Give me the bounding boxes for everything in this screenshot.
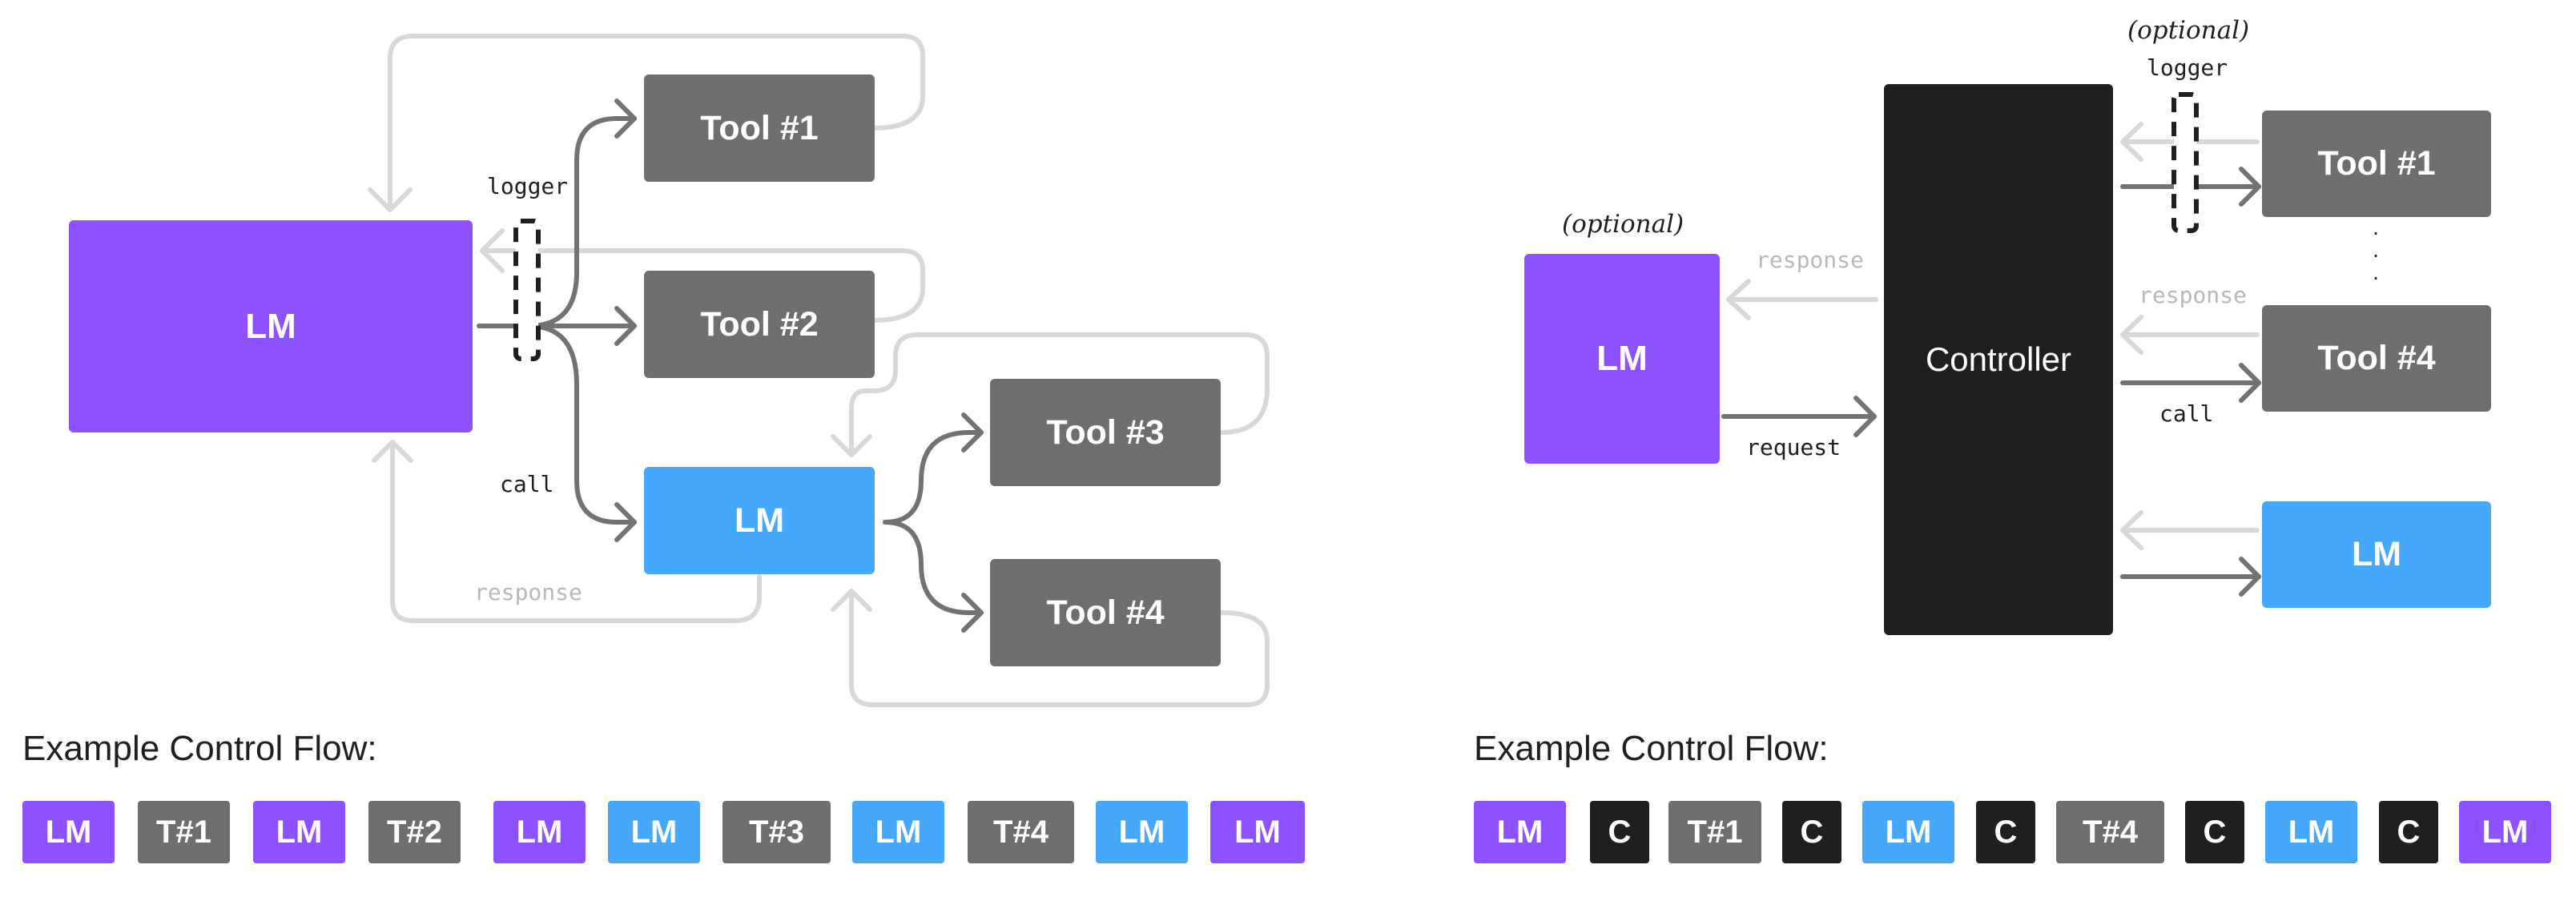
lm-sub-label: LM — [734, 501, 785, 540]
tool-1-right-label: Tool #1 — [2317, 144, 2436, 183]
sub-lm-response-arrowhead-right — [2120, 510, 2143, 550]
tool-3-label: Tool #3 — [1046, 412, 1165, 452]
flow-chip-t3: T#3 — [722, 801, 831, 863]
call-tool4-arrowhead — [961, 593, 984, 633]
response-label-right: response — [1756, 247, 1864, 273]
call-sub-lm-edge — [526, 324, 637, 525]
example-flow-title-left: Example Control Flow: — [22, 729, 377, 768]
lm-main-label: LM — [245, 306, 296, 346]
tool-2-label: Tool #2 — [700, 304, 819, 344]
ellipsis-dot-3: · — [2372, 264, 2380, 289]
call-tool1-arrowhead — [614, 99, 637, 139]
flow-chip-lm: LM — [2459, 801, 2551, 863]
tool3-return-edge — [849, 332, 1270, 457]
flow-chip-lm: LM — [1474, 801, 1566, 863]
call-label-left: call — [500, 471, 554, 497]
logger-label-right: logger — [2147, 54, 2228, 81]
flow-chip-t2: T#2 — [368, 801, 461, 863]
flow-chip-c: C — [2379, 801, 2438, 863]
lm-right-label: LM — [1596, 339, 1648, 378]
flow-chip-lm: LM — [22, 801, 115, 863]
tool4-call-arrowhead — [2239, 363, 2261, 403]
flow-chip-lm: LM — [253, 801, 345, 863]
flow-chip-c: C — [1976, 801, 2035, 863]
tool-2-node: Tool #2 — [644, 271, 875, 378]
flow-chip-lm: LM — [852, 801, 944, 863]
flow-chip-c: C — [2185, 801, 2244, 863]
request-label: request — [1746, 434, 1841, 461]
tool1-return-edge — [388, 34, 925, 212]
flow-chip-t1: T#1 — [138, 801, 230, 863]
lm-node-right: LM — [1524, 254, 1720, 464]
call-sub-lm-arrowhead — [614, 502, 637, 542]
tool-4-node-right: Tool #4 — [2262, 305, 2491, 412]
flow-chip-lm: LM — [608, 801, 700, 863]
logger-label-left: logger — [487, 173, 569, 199]
controller-node: Controller — [1884, 84, 2113, 635]
logger-box-right — [2171, 92, 2199, 233]
tool1-call-arrowhead — [2239, 167, 2261, 207]
controller-response-arrowhead — [1726, 279, 1751, 320]
tool-3-node: Tool #3 — [990, 379, 1221, 486]
flow-chip-c: C — [1590, 801, 1649, 863]
tool2-return-edge — [480, 248, 925, 323]
call-tool3-arrowhead — [961, 412, 984, 452]
lm-sub-right-label: LM — [2351, 535, 2402, 573]
tool4-return-edge — [849, 589, 1270, 707]
tool-4-right-label: Tool #4 — [2317, 339, 2436, 377]
lm-request-arrowhead — [1854, 396, 1877, 437]
tool1-return-arrowhead — [368, 187, 413, 212]
flow-chip-lm: LM — [1862, 801, 1954, 863]
flow-chip-t4: T#4 — [2056, 801, 2164, 863]
flow-chip-lm: LM — [1096, 801, 1188, 863]
call-tool4-edge — [883, 520, 984, 615]
response-label-left: response — [474, 579, 582, 605]
flow-chip-t1: T#1 — [1668, 801, 1761, 863]
sub-lm-response-arrowhead — [372, 440, 413, 463]
sub-lm-call-arrowhead-right — [2239, 557, 2261, 597]
tool4-return-arrowhead — [831, 589, 872, 612]
flow-chip-c: C — [1782, 801, 1841, 863]
tool1-response-arrowhead — [2120, 122, 2143, 162]
lm-main-node: LM — [69, 220, 473, 432]
sub-lm-response-edge — [390, 440, 762, 623]
flow-chip-lm: LM — [1210, 801, 1305, 863]
tool3-return-arrowhead — [831, 434, 872, 457]
lm-sub-node: LM — [644, 467, 875, 574]
tool-response-label: response — [2139, 282, 2247, 308]
flow-chip-t4: T#4 — [968, 801, 1074, 863]
ellipsis-dot-1: · — [2372, 219, 2380, 244]
ellipsis-dot-2: · — [2372, 242, 2380, 267]
flow-chip-lm: LM — [2265, 801, 2357, 863]
optional-lm-label: (optional) — [1562, 210, 1684, 239]
tool-4-label: Tool #4 — [1046, 593, 1165, 632]
example-flow-title-right: Example Control Flow: — [1474, 729, 1829, 768]
tool4-response-arrowhead — [2120, 315, 2143, 355]
lm-sub-node-right: LM — [2262, 501, 2491, 608]
tool-1-label: Tool #1 — [700, 108, 819, 147]
flow-chip-lm: LM — [493, 801, 586, 863]
tool-4-node: Tool #4 — [990, 559, 1221, 666]
tool-1-node: Tool #1 — [644, 74, 875, 182]
tool-1-node-right: Tool #1 — [2262, 111, 2491, 217]
optional-logger-label: (optional) — [2127, 16, 2250, 45]
tool2-return-arrowhead — [480, 228, 505, 273]
call-tool2-arrowhead — [614, 306, 637, 346]
call-tool3-edge — [883, 430, 984, 525]
controller-label: Controller — [1925, 340, 2072, 378]
call-label-right: call — [2159, 400, 2214, 427]
call-tool1-edge — [526, 116, 637, 328]
logger-box-left — [513, 219, 541, 361]
